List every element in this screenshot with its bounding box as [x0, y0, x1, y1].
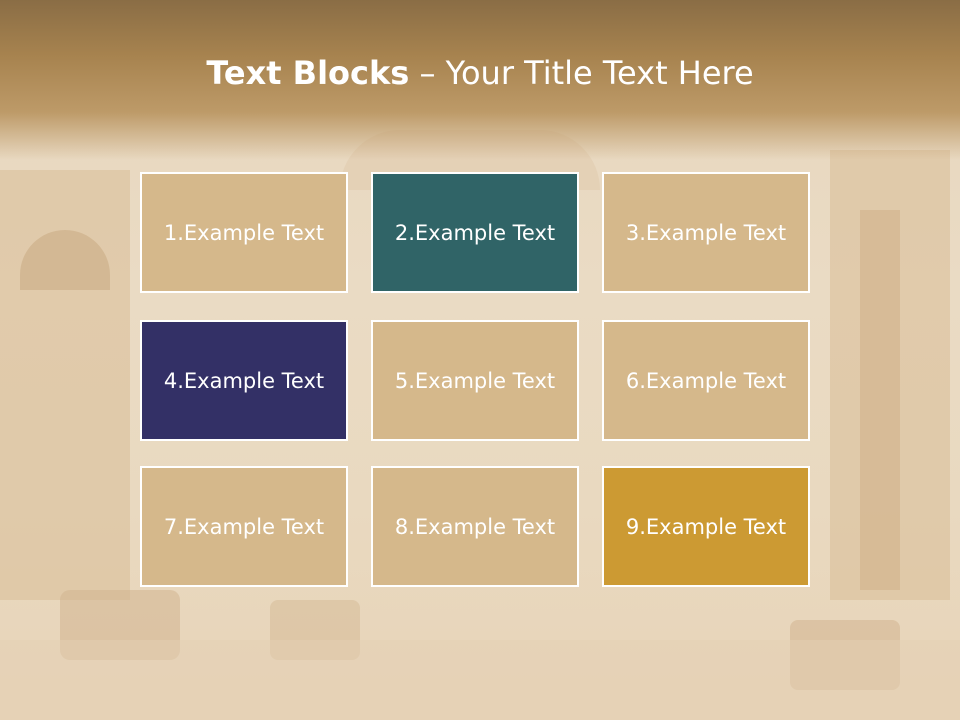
- text-block-8[interactable]: 8.Example Text: [371, 466, 579, 587]
- text-block-4[interactable]: 4.Example Text: [140, 320, 348, 441]
- text-block-3[interactable]: 3.Example Text: [602, 172, 810, 293]
- text-block-1[interactable]: 1.Example Text: [140, 172, 348, 293]
- title-bar: [0, 0, 960, 160]
- text-block-2[interactable]: 2.Example Text: [371, 172, 579, 293]
- text-block-7[interactable]: 7.Example Text: [140, 466, 348, 587]
- text-block-9[interactable]: 9.Example Text: [602, 466, 810, 587]
- slide-title: Text Blocks – Your Title Text Here: [0, 54, 960, 92]
- title-separator: –: [409, 54, 446, 92]
- title-bold: Text Blocks: [206, 54, 410, 92]
- text-block-6[interactable]: 6.Example Text: [602, 320, 810, 441]
- text-block-5[interactable]: 5.Example Text: [371, 320, 579, 441]
- title-rest: Your Title Text Here: [445, 54, 754, 92]
